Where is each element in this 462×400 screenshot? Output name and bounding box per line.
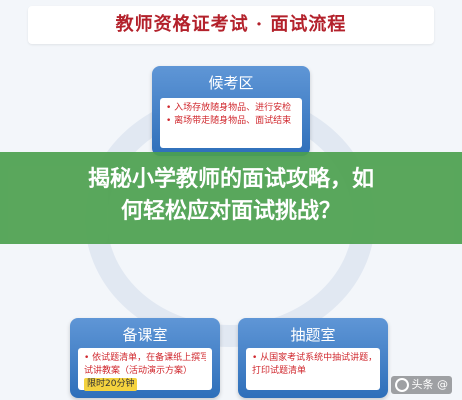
title-bar: 教师资格证考试 · 面试流程 — [28, 6, 434, 44]
box-waiting-area-title: 候考区 — [208, 74, 254, 92]
box-draw-room-panel: • 从国家考试系统中抽试讲题， 打印试题清单 — [246, 348, 380, 390]
box-prep-room-panel: • 依试题清单，在备课纸上撰写 试讲教案（活动演示方案） 限时20分钟 — [78, 348, 212, 391]
page-title: 教师资格证考试 · 面试流程 — [115, 14, 347, 35]
box-draw-room-line-2: 打印试题清单 — [252, 366, 307, 376]
headline-banner: 揭秘小学教师的面试攻略，如 何轻松应对面试挑战？ — [0, 152, 462, 244]
headline-line-2: 何轻松应对面试挑战？ — [120, 199, 341, 224]
headline-line-1: 揭秘小学教师的面试攻略，如 — [87, 167, 374, 192]
box-prep-room-title: 备课室 — [122, 326, 168, 344]
watermark: 头条 @ — [390, 376, 452, 394]
box-prep-room-time-tag: 限时20分钟 — [84, 378, 138, 391]
box-prep-room-line-2: 试讲教案（活动演示方案） — [84, 366, 193, 376]
box-draw-room: 抽题室 • 从国家考试系统中抽试讲题， 打印试题清单 — [238, 318, 388, 398]
box-prep-room-line-1: • 依试题清单，在备课纸上撰写 — [84, 353, 206, 363]
box-draw-room-line-1: • 从国家考试系统中抽试讲题， — [252, 353, 374, 363]
headline-text: 揭秘小学教师的面试攻略，如 何轻松应对面试挑战？ — [0, 164, 462, 228]
box-waiting-area-line-1: • 入场存放随身物品、进行安检 — [166, 103, 292, 113]
watermark-text: 头条 @ — [411, 378, 449, 391]
box-waiting-area-panel: • 入场存放随身物品、进行安检 • 离场带走随身物品、面试结束 — [160, 98, 302, 148]
box-waiting-area: 候考区 • 入场存放随身物品、进行安检 • 离场带走随身物品、面试结束 — [152, 66, 310, 156]
box-draw-room-title: 抽题室 — [290, 326, 336, 344]
watermark-logo-icon — [394, 378, 409, 392]
box-prep-room: 备课室 • 依试题清单，在备课纸上撰写 试讲教案（活动演示方案） 限时20分钟 — [70, 318, 220, 398]
box-waiting-area-line-2: • 离场带走随身物品、面试结束 — [166, 116, 292, 126]
